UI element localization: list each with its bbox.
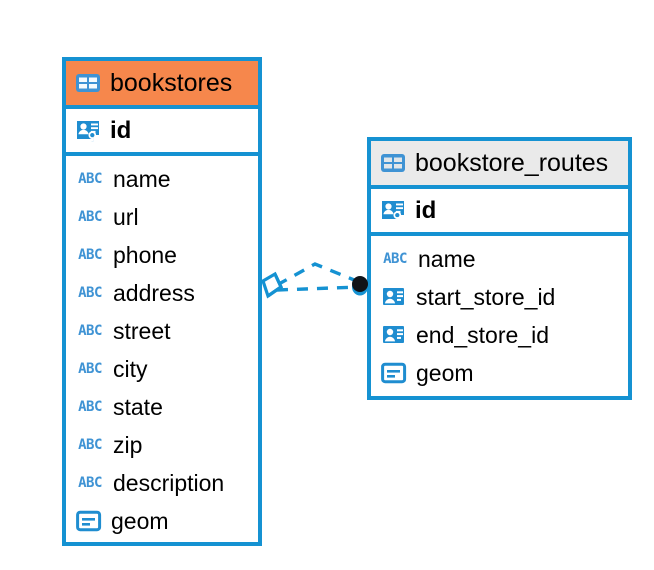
foreign-key-icon [381,324,407,346]
field-label-phone: phone [113,241,177,268]
polygon-marker [261,271,284,299]
geometry-icon [76,510,102,532]
filled-circle-marker [352,276,368,292]
field-label-name: name [418,245,476,272]
table-header-bookstore-routes[interactable]: bookstore_routes [371,141,628,189]
field-row-start-store-id[interactable]: start_store_id [371,278,628,316]
primary-key-label-bookstores: id [110,116,132,144]
field-label-name: name [113,165,171,192]
table-bookstore-routes[interactable]: bookstore_routes id ABC [367,137,632,400]
table-title-bookstores: bookstores [110,68,233,97]
primary-key-row-bookstore-routes[interactable]: id [371,189,628,236]
polygon-marker-edge [267,273,284,298]
field-label-city: city [113,355,148,382]
field-label-url: url [113,203,139,230]
field-list-bookstore-routes: ABC name start_store_id [371,236,628,392]
abc-icon: ABC [78,399,102,415]
field-row-city[interactable]: ABC city [66,350,258,388]
field-label-end-store-id: end_store_id [416,321,549,348]
field-label-description: description [113,469,225,496]
field-label-zip: zip [113,431,143,458]
relationship-line-lower [276,285,360,292]
table-icon [380,153,406,173]
relationship-connector [261,262,368,299]
abc-icon: ABC [78,437,102,453]
primary-key-icon [75,119,101,143]
endpoint-ring [352,278,368,296]
field-label-address: address [113,279,195,306]
primary-key-icon [380,199,406,223]
field-row-description[interactable]: ABC description [66,464,258,502]
abc-icon: ABC [383,251,407,267]
field-row-street[interactable]: ABC street [66,312,258,350]
field-row-url[interactable]: ABC url [66,198,258,236]
field-row-name[interactable]: ABC name [371,240,628,278]
field-label-geom: geom [416,359,474,386]
field-row-state[interactable]: ABC state [66,388,258,426]
abc-icon: ABC [78,171,102,187]
field-label-state: state [113,393,163,420]
foreign-key-icon [381,286,407,308]
primary-key-label-bookstore-routes: id [415,196,437,224]
field-row-geom[interactable]: geom [66,502,258,540]
abc-icon: ABC [78,323,102,339]
primary-key-row-bookstores[interactable]: id [66,109,258,156]
field-row-phone[interactable]: ABC phone [66,236,258,274]
field-row-address[interactable]: ABC address [66,274,258,312]
abc-icon: ABC [78,475,102,491]
field-label-street: street [113,317,171,344]
abc-icon: ABC [78,361,102,377]
field-label-start-store-id: start_store_id [416,283,556,310]
field-row-name[interactable]: ABC name [66,160,258,198]
field-list-bookstores: ABC name ABC url ABC phone ABC address A… [66,156,258,540]
geometry-icon [381,362,407,384]
table-title-bookstore-routes: bookstore_routes [415,148,609,177]
field-row-geom[interactable]: geom [371,354,628,392]
table-icon [75,73,101,93]
abc-icon: ABC [78,285,102,301]
abc-icon: ABC [78,209,102,225]
table-bookstores[interactable]: bookstores id [62,57,262,546]
field-row-zip[interactable]: ABC zip [66,426,258,464]
table-header-bookstores[interactable]: bookstores [66,61,258,109]
relationship-line-upper [276,262,360,287]
field-row-end-store-id[interactable]: end_store_id [371,316,628,354]
field-label-geom: geom [111,507,169,534]
abc-icon: ABC [78,247,102,263]
